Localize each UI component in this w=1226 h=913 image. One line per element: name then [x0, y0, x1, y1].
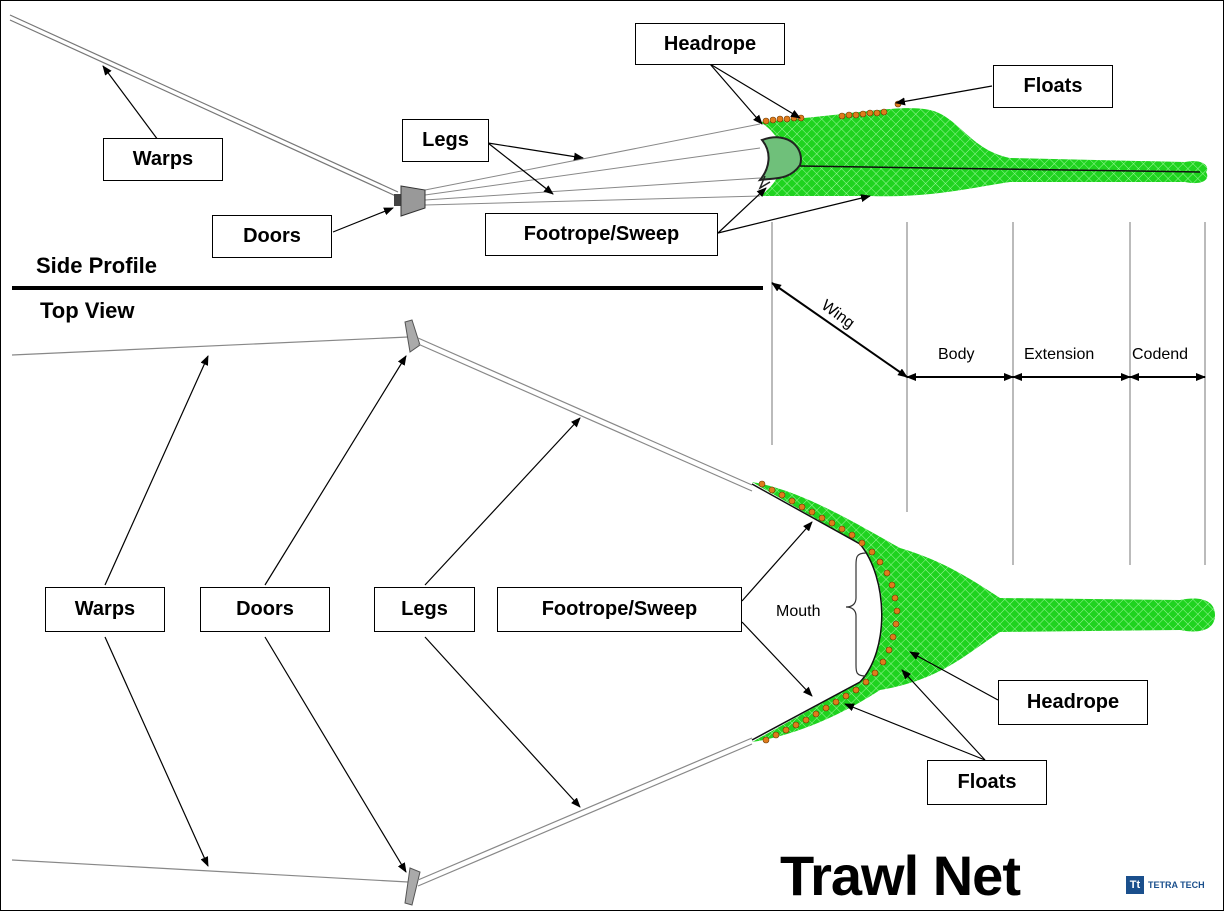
side-footrope-label: Footrope/Sweep [485, 213, 718, 256]
body-label: Body [938, 346, 975, 363]
top-arrows [104, 355, 999, 873]
top-net [751, 482, 1215, 742]
codend-label: Codend [1132, 346, 1189, 363]
mouth-brace [845, 552, 867, 677]
logo-text: TETRA TECH [1148, 880, 1205, 890]
mouth-label: Mouth [776, 603, 821, 620]
side-floats-label: Floats [993, 65, 1113, 108]
top-doors [404, 319, 421, 906]
side-door [394, 185, 426, 217]
top-floats [758, 480, 901, 744]
side-warps-label: Warps [103, 138, 223, 181]
logo-mark: Tt [1126, 876, 1144, 894]
side-net [757, 108, 1208, 197]
side-doors-label: Doors [212, 215, 332, 258]
side-warp [9, 14, 399, 198]
extension-label: Extension [1024, 346, 1095, 363]
side-arrows [102, 63, 993, 234]
top-doors-label: Doors [200, 587, 330, 632]
top-legs-label: Legs [374, 587, 475, 632]
top-warps-label: Warps [45, 587, 165, 632]
side-legs [424, 123, 761, 206]
top-footrope-label: Footrope/Sweep [497, 587, 742, 632]
top-legs [417, 337, 753, 887]
side-profile-heading: Side Profile [36, 253, 158, 278]
segment-dimension-arrows [771, 282, 1206, 381]
top-warps [11, 336, 409, 883]
side-legs-label: Legs [402, 119, 489, 162]
top-headrope-label: Headrope [998, 680, 1148, 725]
tetra-tech-logo: Tt TETRA TECH [1126, 876, 1205, 894]
top-view-heading: Top View [40, 298, 135, 323]
diagram-title: Trawl Net [780, 844, 1021, 907]
side-headrope-label: Headrope [635, 23, 785, 65]
top-floats-label: Floats [927, 760, 1047, 805]
